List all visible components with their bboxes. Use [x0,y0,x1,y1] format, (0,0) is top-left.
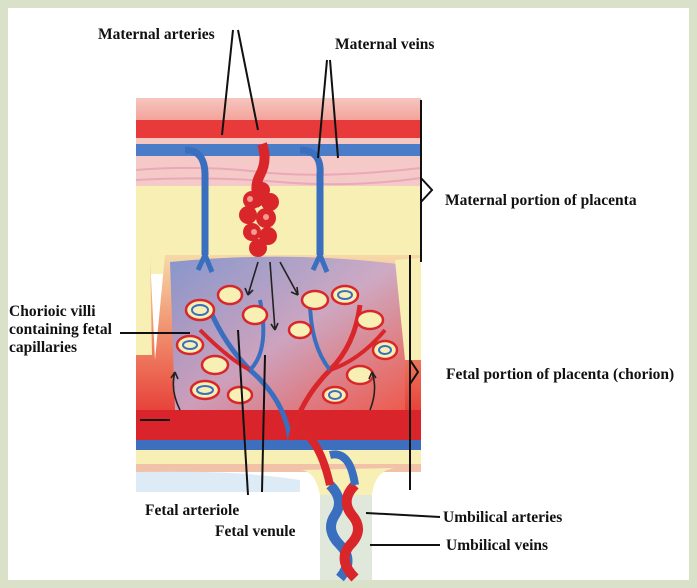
label-maternal-portion: Maternal portion of placenta [445,192,637,210]
label-chorionic-villi: Chorioic villi containing fetal capillar… [9,303,112,357]
label-fetal-venule: Fetal venule [215,523,296,541]
label-chorionic-villi-line-2: containing fetal [9,321,112,339]
maternal-tissue-layers [136,98,421,274]
label-umbilical-veins: Umbilical veins [446,537,548,555]
label-fetal-portion: Fetal portion of placenta (chorion) [446,366,674,384]
fetal-tissue [136,255,421,492]
label-umbilical-arteries: Umbilical arteries [443,509,562,527]
label-chorionic-villi-line-3: capillaries [9,339,112,357]
label-chorionic-villi-line-1: Chorioic villi [9,303,112,321]
label-maternal-veins: Maternal veins [335,36,434,54]
label-maternal-arteries: Maternal arteries [98,26,215,44]
label-fetal-arteriole: Fetal arteriole [145,502,239,520]
